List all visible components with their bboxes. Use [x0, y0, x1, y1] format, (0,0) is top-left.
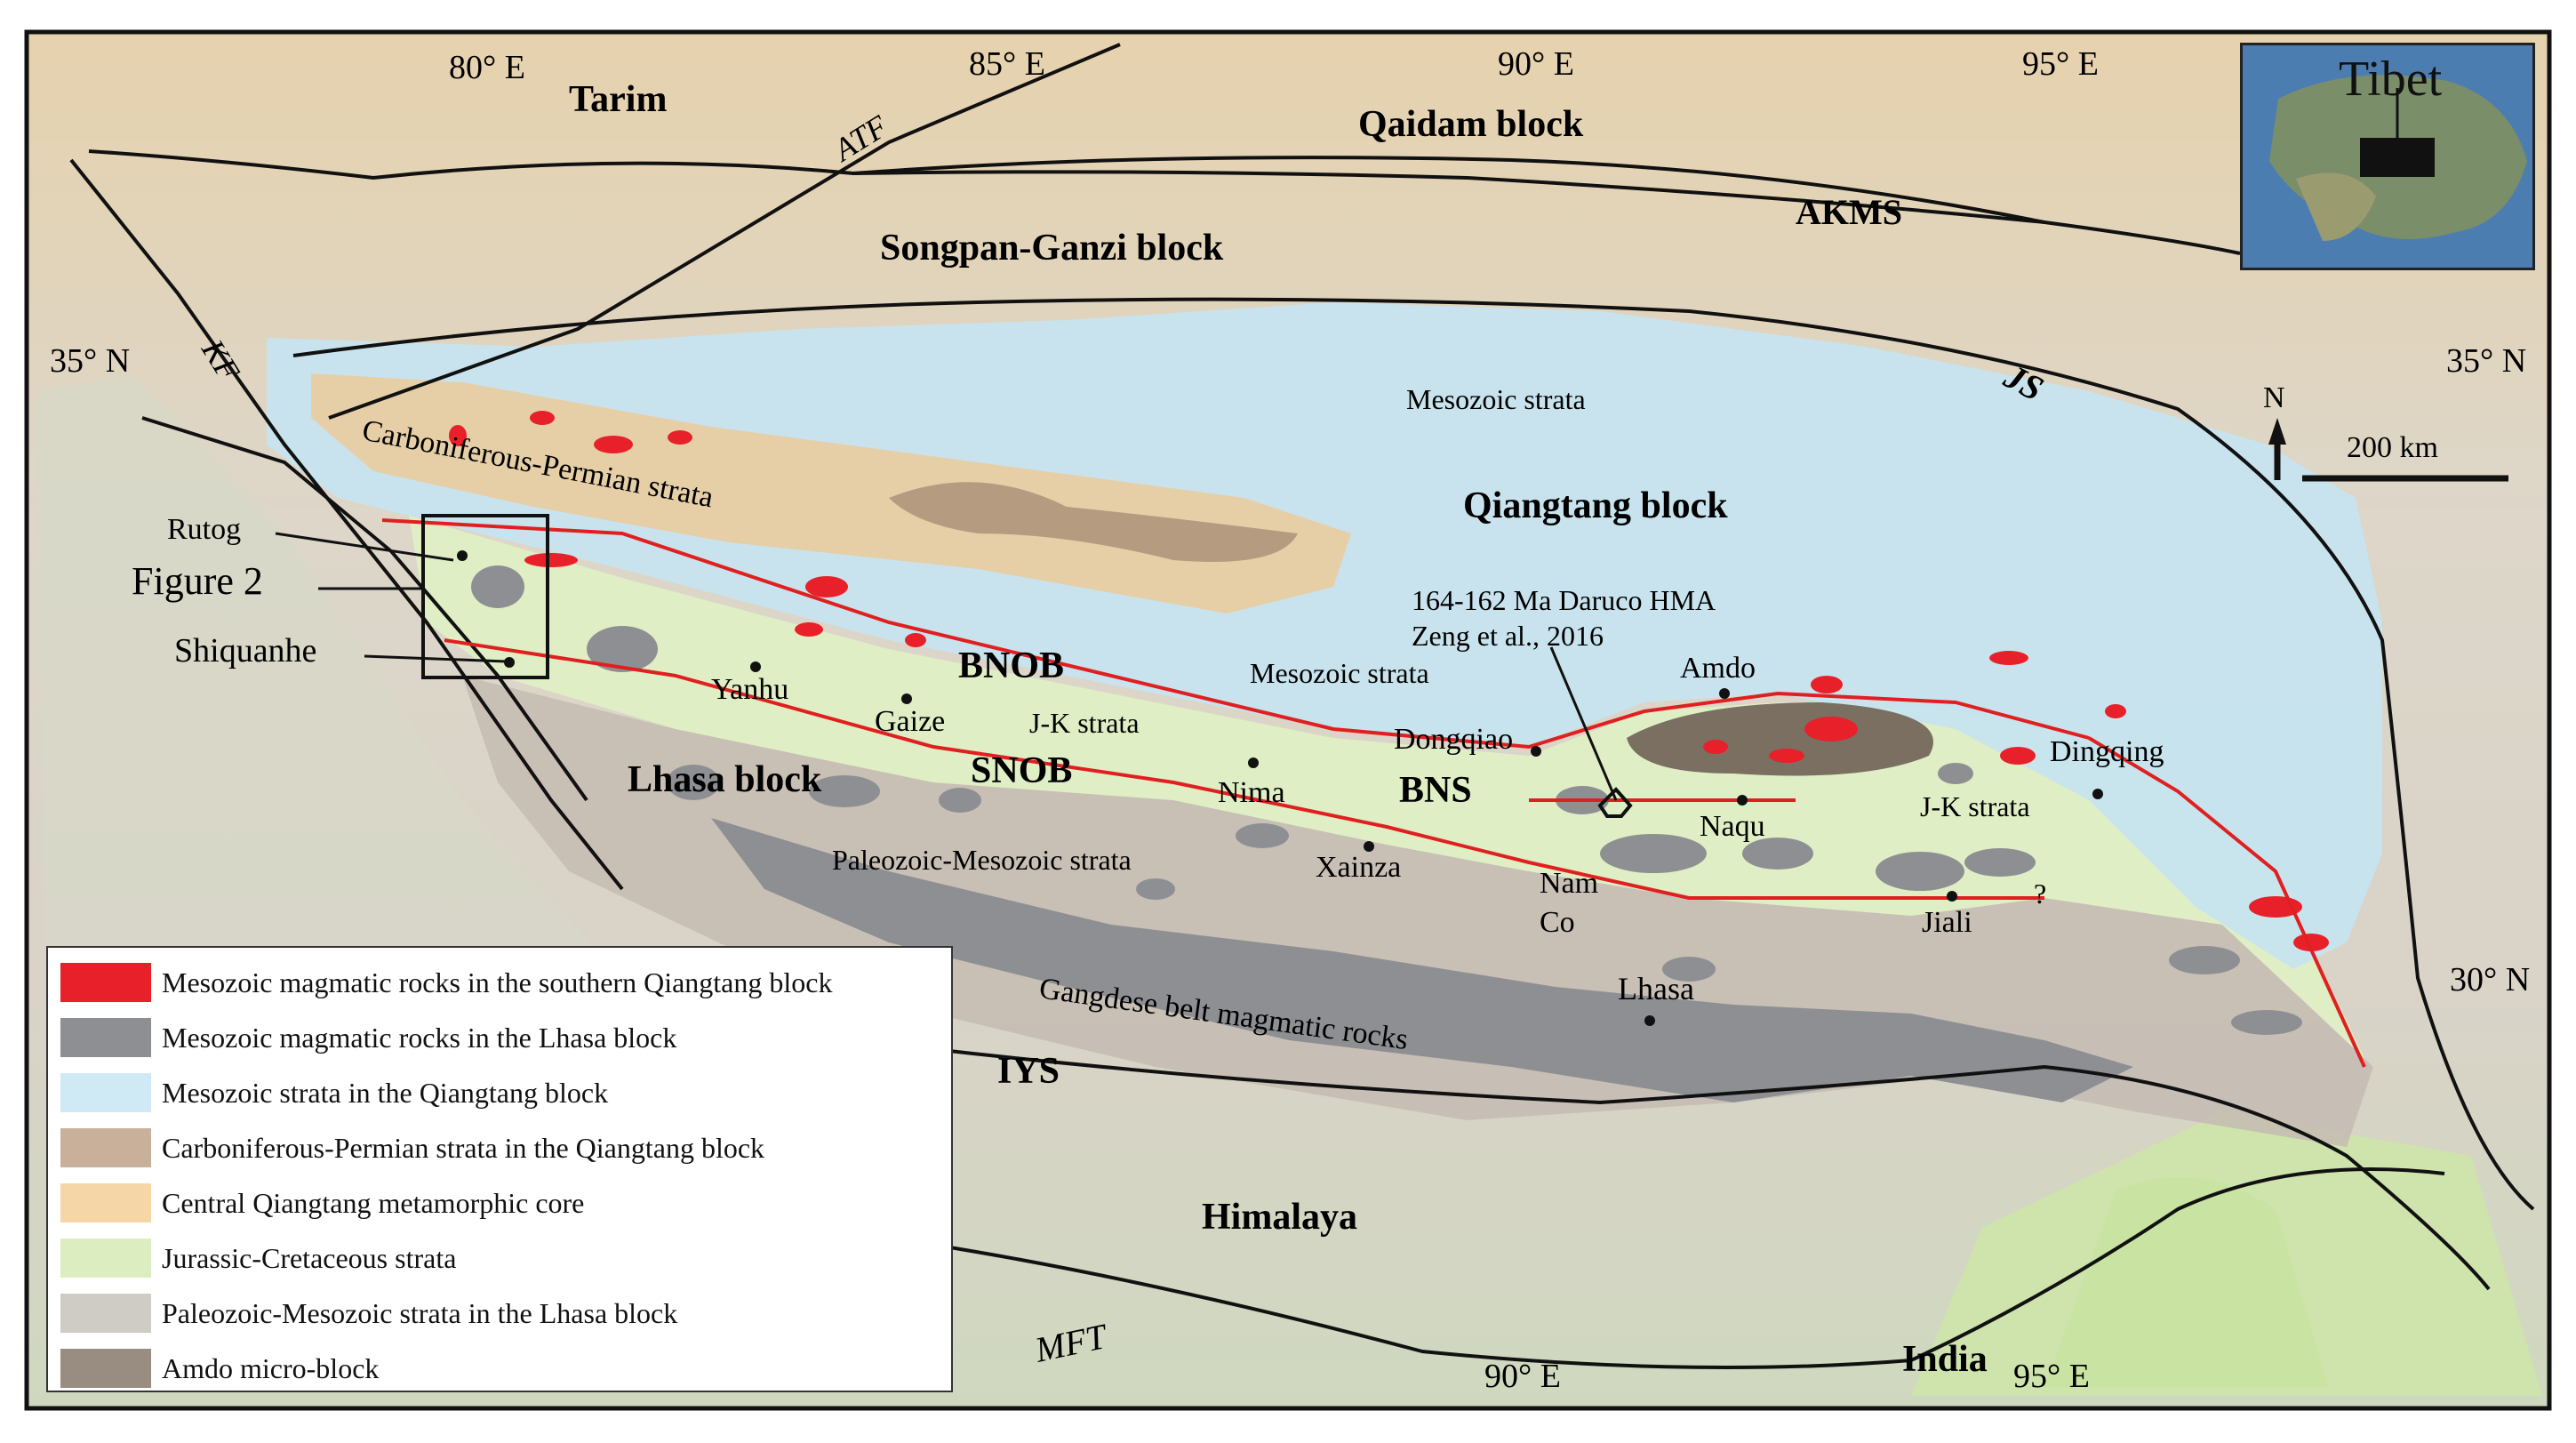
akms-label: AKMS	[1796, 192, 1902, 232]
legend-label: Jurassic-Cretaceous strata	[162, 1241, 457, 1274]
jiali-label: Jiali	[1922, 906, 1972, 939]
legend-swatch	[60, 1128, 151, 1167]
legend-swatch	[60, 963, 151, 1002]
star-marker	[1597, 787, 1633, 818]
legend-label: Paleozoic-Mesozoic strata in the Lhasa b…	[162, 1296, 678, 1329]
mesozoic-label-2: Mesozoic strata	[1250, 657, 1429, 689]
lon-top-80: 80° E	[449, 49, 525, 86]
legend-label: Carboniferous-Permian strata in the Qian…	[162, 1131, 765, 1164]
north-arrow	[2268, 418, 2286, 445]
lat-right-30: 30° N	[2450, 961, 2530, 998]
legend-item: Paleozoic-Mesozoic strata in the Lhasa b…	[60, 1286, 939, 1341]
shiquanhe-label: Shiquanhe	[174, 632, 316, 669]
figure2-label: Figure 2	[132, 559, 263, 603]
carboniferous-permian-area	[311, 373, 1351, 613]
shiquanhe-leader	[364, 654, 508, 663]
legend-swatch	[60, 1183, 151, 1223]
inset-title: Tibet	[2339, 52, 2443, 107]
question-mark: ?	[2034, 878, 2046, 910]
suture-lines	[69, 43, 2535, 1369]
scale-label: 200 km	[2347, 431, 2438, 464]
town-dots	[457, 550, 2103, 1026]
lon-bottom-95: 95° E	[2013, 1358, 2090, 1395]
annotation-line-2: Zeng et al., 2016	[1412, 620, 1604, 652]
figure2-box	[421, 514, 549, 679]
legend-item: Central Qiangtang metamorphic core	[60, 1175, 939, 1231]
lhasa-city-label: Lhasa	[1618, 971, 1694, 1006]
namco-label-1: Nam	[1540, 867, 1598, 900]
yanhu-label: Yanhu	[711, 673, 788, 706]
legend-item: Carboniferous-Permian strata in the Qian…	[60, 1120, 939, 1175]
amdo-microblock	[1627, 702, 1933, 776]
dongqiao-label: Dongqiao	[1394, 723, 1513, 756]
lhasa-label: Lhasa block	[628, 759, 822, 800]
legend-item: Amdo micro-block	[60, 1341, 939, 1396]
tarim-label: Tarim	[569, 79, 667, 120]
legend-swatch	[60, 1239, 151, 1278]
rutog-leader	[275, 532, 454, 562]
legend-item: Jurassic-Cretaceous strata	[60, 1231, 939, 1286]
qaidam-label: Qaidam block	[1358, 104, 1584, 145]
legend-swatch	[60, 1018, 151, 1057]
lon-top-85: 85° E	[969, 45, 1045, 83]
legend-swatch	[60, 1073, 151, 1112]
india-plain-east	[2044, 1177, 2329, 1387]
north-label: N	[2263, 381, 2285, 414]
lon-top-95: 95° E	[2022, 45, 2099, 83]
inset-map: Tibet	[2240, 43, 2535, 270]
legend-item: Mesozoic magmatic rocks in the southern …	[60, 955, 939, 1010]
legend-label: Mesozoic magmatic rocks in the Lhasa blo…	[162, 1021, 677, 1054]
lon-top-90: 90° E	[1498, 45, 1574, 83]
annotation-line-1: 164-162 Ma Daruco HMA	[1412, 584, 1716, 616]
naqu-label: Naqu	[1700, 810, 1765, 843]
legend-item: Mesozoic strata in the Qiangtang block	[60, 1065, 939, 1120]
himalaya-label: Himalaya	[1202, 1197, 1357, 1238]
lat-left-35: 35° N	[50, 342, 130, 380]
india-label: India	[1902, 1339, 1988, 1380]
mesozoic-label-1: Mesozoic strata	[1406, 383, 1586, 415]
bnob-label: BNOB	[958, 645, 1064, 686]
lat-right-35: 35° N	[2446, 342, 2526, 380]
xainza-label: Xainza	[1316, 851, 1401, 884]
qiangtang-magmatic-patches	[449, 411, 2329, 951]
inset-canvas	[2269, 75, 2527, 241]
qiangtang-label: Qiangtang block	[1463, 485, 1728, 526]
legend-item: Mesozoic magmatic rocks in the Lhasa blo…	[60, 1010, 939, 1065]
songpan-label: Songpan-Ganzi block	[880, 228, 1224, 269]
dingqing-label: Dingqing	[2050, 735, 2164, 768]
lon-bottom-90: 90° E	[1484, 1358, 1561, 1395]
jk-label-1: J-K strata	[1029, 707, 1140, 739]
red-sutures	[381, 518, 2366, 1068]
legend-swatch	[60, 1349, 151, 1388]
jk-label-2: J-K strata	[1920, 790, 2030, 822]
jk-strata-belt	[409, 516, 2364, 1058]
lhasa-magmatic-patches	[471, 565, 2302, 1035]
nima-label: Nima	[1218, 776, 1285, 809]
namco-label-2: Co	[1540, 906, 1575, 939]
bns-label: BNS	[1399, 770, 1472, 811]
legend-label: Central Qiangtang metamorphic core	[162, 1186, 585, 1219]
rutog-label: Rutog	[167, 513, 241, 546]
iys-label: IYS	[997, 1051, 1060, 1092]
amdo-label: Amdo	[1680, 652, 1756, 685]
gaize-label: Gaize	[875, 705, 945, 738]
gangdese-belt	[711, 818, 2133, 1102]
legend-swatch	[60, 1294, 151, 1333]
annotation-leader	[1549, 646, 1618, 801]
pal-mes-label: Paleozoic-Mesozoic strata	[832, 844, 1132, 876]
legend-label: Mesozoic strata in the Qiangtang block	[162, 1076, 609, 1109]
inset-locator	[2360, 138, 2435, 177]
map-legend: Mesozoic magmatic rocks in the southern …	[46, 946, 953, 1392]
metamorphic-core	[889, 482, 1298, 562]
snob-label: SNOB	[971, 750, 1072, 791]
legend-label: Amdo micro-block	[162, 1351, 380, 1384]
legend-label: Mesozoic magmatic rocks in the southern …	[162, 966, 833, 998]
